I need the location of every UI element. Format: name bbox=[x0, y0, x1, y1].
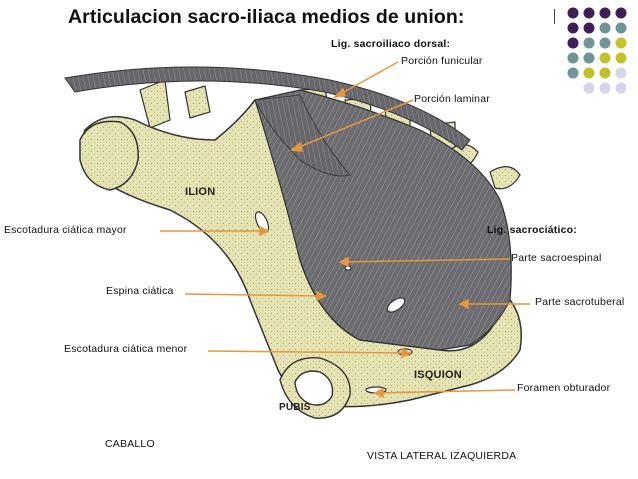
label-foramen-obturador: Foramen obturador bbox=[517, 382, 611, 394]
decorative-dot bbox=[599, 82, 611, 94]
decorative-dot bbox=[599, 22, 611, 34]
decorative-dot bbox=[615, 82, 627, 94]
label-escotadura-ciatica-mayor: Escotadura ciática mayor bbox=[4, 224, 127, 236]
decorative-dot bbox=[583, 82, 595, 94]
decorative-dot bbox=[583, 67, 595, 79]
page-title: Articulacion sacro-iliaca medios de unio… bbox=[68, 6, 465, 28]
decorative-dot bbox=[599, 37, 611, 49]
label-pubis: PUBIS bbox=[279, 402, 311, 413]
dorsal-sacroiliac-ligament bbox=[64, 66, 471, 151]
label-isquion: ISQUION bbox=[414, 369, 462, 381]
label-espina-ciatica: Espina ciática bbox=[106, 285, 174, 297]
decorative-dot-grid bbox=[567, 7, 627, 94]
decorative-dot bbox=[615, 67, 627, 79]
label-caballo: CABALLO bbox=[105, 438, 155, 450]
label-parte-sacrotuberal: Parte sacrotuberal bbox=[535, 296, 625, 308]
label-lig-sacroiliaco-dorsal: Lig. sacroiliaco dorsal: bbox=[331, 38, 451, 50]
acetabulum bbox=[279, 356, 351, 419]
decorative-dot bbox=[567, 52, 579, 64]
decorative-dot bbox=[567, 67, 579, 79]
title-divider bbox=[554, 9, 555, 24]
decorative-dot bbox=[599, 7, 611, 19]
ilium-bone bbox=[80, 94, 522, 408]
label-ilion: ILION bbox=[185, 186, 216, 198]
decorative-dot bbox=[599, 67, 611, 79]
decorative-dot bbox=[615, 37, 627, 49]
label-vista-lateral: VISTA LATERAL IZAQUIERDA bbox=[367, 450, 517, 462]
decorative-dot bbox=[583, 7, 595, 19]
decorative-dot bbox=[583, 37, 595, 49]
decorative-dot bbox=[615, 22, 627, 34]
decorative-dot bbox=[615, 52, 627, 64]
label-porcion-funicular: Porción funicular bbox=[401, 55, 483, 67]
decorative-dot bbox=[567, 7, 579, 19]
label-parte-sacroespinal: Parte sacroespinal bbox=[511, 252, 602, 264]
decorative-dot bbox=[583, 22, 595, 34]
label-escotadura-ciatica-menor: Escotadura ciática menor bbox=[64, 343, 188, 355]
label-porcion-laminar: Porción laminar bbox=[414, 93, 490, 105]
tuber-coxae bbox=[79, 120, 139, 191]
label-lig-sacrociatico: Lig. sacrociático: bbox=[487, 224, 577, 236]
decorative-dot bbox=[567, 22, 579, 34]
decorative-dot bbox=[567, 37, 579, 49]
decorative-dot bbox=[599, 52, 611, 64]
laminar-portion bbox=[254, 94, 351, 177]
decorative-dot bbox=[583, 52, 595, 64]
decorative-dot bbox=[615, 7, 627, 19]
